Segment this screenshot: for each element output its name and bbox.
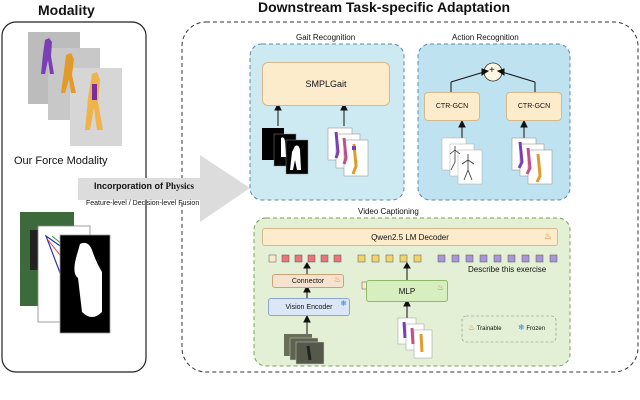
connector-label: Connector <box>291 277 325 285</box>
prompt-text: Describe this exercise <box>468 265 547 274</box>
fusion-arrow <box>78 155 250 222</box>
flame-icon: ♨ <box>333 275 341 284</box>
ctr-gcn-right: CTR-GCN <box>506 92 562 121</box>
vision-encoder: Vision Encoder ❄ <box>268 298 350 316</box>
gait-silhouette-images <box>262 128 309 175</box>
qwen-decoder: Qwen2.5 LM Decoder ♨ <box>262 228 558 246</box>
connector-module: Connector ♨ <box>272 274 344 288</box>
fusion-plus: + <box>489 65 495 76</box>
vision-encoder-label: Vision Encoder <box>285 303 333 311</box>
modality-input-images <box>20 212 111 334</box>
gait-title: Gait Recognition <box>296 33 356 42</box>
snowflake-icon: ❄ <box>340 299 347 308</box>
flame-icon: ♨ <box>543 231 552 241</box>
ctr-gcn-left: CTR-GCN <box>424 92 480 121</box>
mlp-module: MLP ♨ <box>366 280 448 302</box>
arrow-title-emph: Physics <box>165 181 195 191</box>
arrow-subtitle: Feature-level / Decision-level Fusion <box>86 200 200 207</box>
legend-trainable: ♨ Trainable <box>468 323 502 332</box>
flame-icon: ♨ <box>468 323 476 332</box>
gait-force-images <box>327 127 369 177</box>
action-skeleton-images <box>441 137 483 185</box>
snowflake-icon: ❄ <box>518 323 525 332</box>
captioning-title: Video Captioning <box>358 207 419 216</box>
smplgait-model: SMPLGait <box>262 62 390 106</box>
qwen-decoder-label: Qwen2.5 LM Decoder <box>371 232 449 242</box>
mlp-label: MLP <box>398 286 416 296</box>
action-title: Action Recognition <box>452 33 519 42</box>
action-force-images <box>511 137 553 185</box>
legend-trainable-label: Trainable <box>476 326 502 332</box>
flame-icon: ♨ <box>436 283 444 292</box>
gait-arrows <box>274 102 348 126</box>
captioning-force-images <box>397 317 433 359</box>
decoder-output-tokens <box>268 254 558 263</box>
arrow-title: Incorporation of Physics <box>94 181 194 191</box>
legend-frozen-label: Frozen <box>526 326 546 332</box>
downstream-title: Downstream Task-specific Adaptation <box>258 0 511 15</box>
arrow-title-prefix: Incorporation of <box>94 181 166 191</box>
legend-frozen: ❄ Frozen <box>518 323 545 332</box>
force-modality-images <box>28 32 122 146</box>
force-modality-label: Our Force Modality <box>14 155 108 167</box>
legend-box <box>461 315 557 343</box>
modality-title: Modality <box>38 2 95 18</box>
captioning-video-images <box>284 334 325 365</box>
